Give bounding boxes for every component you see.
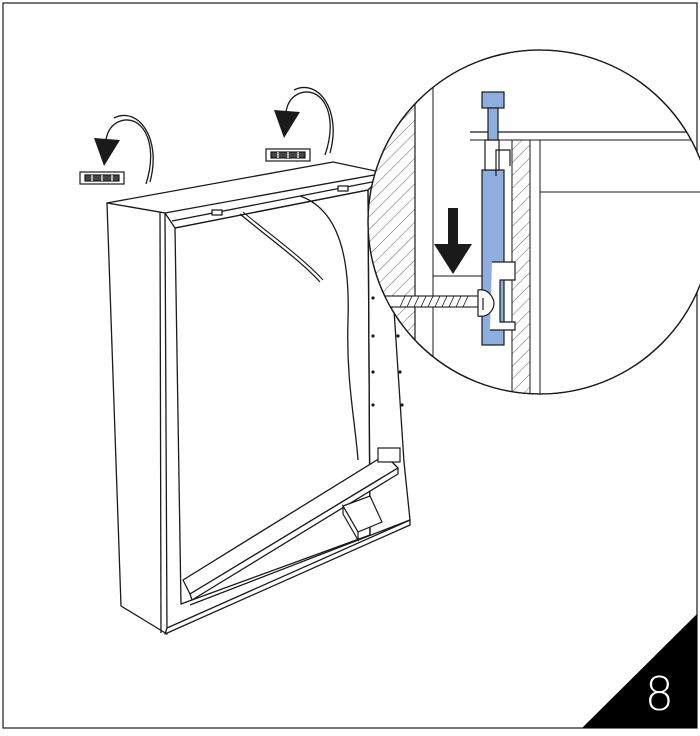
- cabinet-bottom: [164, 519, 411, 635]
- hanging-bracket: [477, 91, 516, 346]
- curved-rotate-arrow-icon-2: [274, 86, 334, 156]
- screw-shaft: [379, 295, 481, 308]
- step-number: 8: [644, 667, 674, 721]
- cabinet-left-side: [106, 202, 168, 635]
- clip-left: [79, 171, 125, 185]
- down-arrow-icon: [434, 208, 472, 274]
- leaning-panel: [182, 454, 399, 601]
- curved-rotate-arrow-icon: [94, 114, 154, 185]
- small-box: [342, 495, 383, 543]
- cabinet: [106, 161, 411, 635]
- clip-right: [265, 148, 311, 162]
- wall-bracket-small: [377, 447, 401, 463]
- power-cable-2: [299, 195, 359, 461]
- step-corner-triangle: [582, 614, 697, 728]
- power-cable: [239, 213, 321, 283]
